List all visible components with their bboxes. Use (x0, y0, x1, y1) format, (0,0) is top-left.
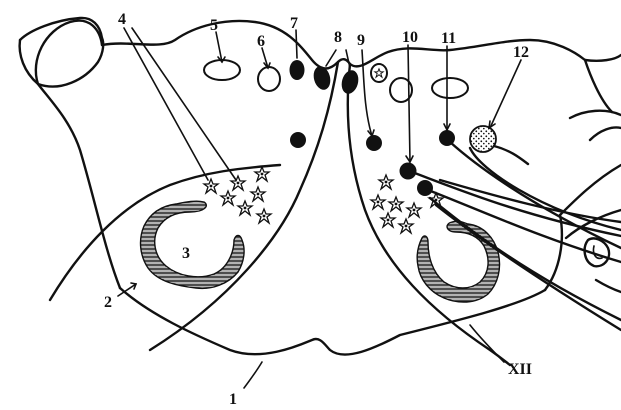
right-lateral-lower (545, 215, 562, 290)
right-peduncle-curve (585, 60, 612, 112)
label-4: 4 (118, 11, 126, 28)
label-11: 11 (441, 30, 456, 47)
nucleus-right-oval-b (432, 78, 468, 98)
label-6: 6 (257, 33, 265, 50)
olivary-nucleus-right (417, 221, 499, 302)
nucleus-7-black (290, 60, 305, 80)
left-peduncle-top (20, 18, 102, 40)
label-2: 2 (104, 294, 112, 311)
olivary-nucleus-left (141, 201, 245, 288)
ganglion-12 (470, 126, 496, 152)
nucleus-9-black (366, 135, 382, 151)
label-xii: XII (508, 361, 532, 378)
label-1: 1 (229, 391, 237, 408)
right-lateral-outline (585, 55, 621, 61)
label-8: 8 (334, 29, 342, 46)
nucleus-8-right-black (339, 68, 361, 95)
label-12: 12 (513, 44, 529, 61)
nucleus-10-black-a (400, 163, 417, 180)
label-10: 10 (402, 29, 418, 46)
left-peduncle-opening (20, 38, 104, 87)
label-7: 7 (290, 15, 298, 32)
nucleus-left-lower-dot (290, 132, 306, 148)
right-dorsal-surface (350, 40, 585, 66)
nucleus-10-black-b (417, 180, 433, 196)
label-5: 5 (210, 17, 218, 34)
left-peduncle-stump (36, 21, 102, 84)
label-9: 9 (357, 32, 365, 49)
nucleus-6-oval (258, 67, 280, 91)
neuron-cluster-left (204, 167, 271, 223)
neuron-cluster-right (371, 175, 443, 233)
label-3: 3 (182, 245, 190, 262)
